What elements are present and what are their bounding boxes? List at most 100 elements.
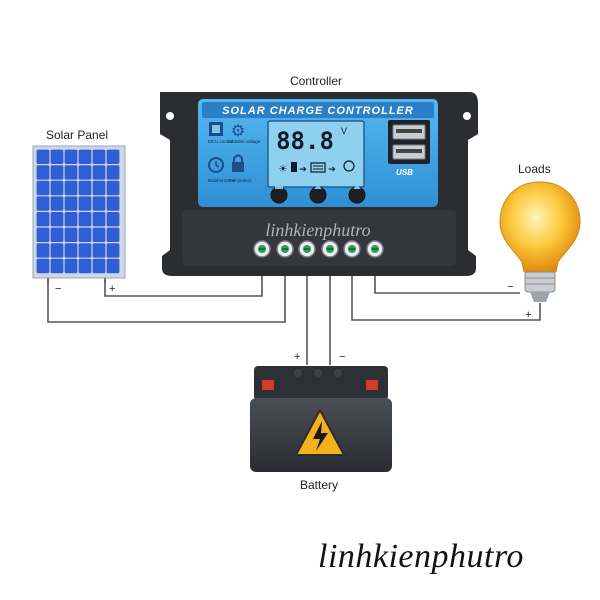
solar-cell bbox=[50, 165, 64, 180]
charge-controller: SOLAR CHARGE CONTROLLER MCU control ⚙ Se… bbox=[160, 92, 478, 276]
solar-cell bbox=[50, 243, 64, 258]
battery-label: Battery bbox=[300, 478, 339, 492]
usb-label: USB bbox=[396, 168, 413, 177]
solar-cell bbox=[92, 212, 106, 227]
solar-cell bbox=[50, 149, 64, 164]
solar-cell bbox=[106, 149, 120, 164]
lcd-voltage-readout: 88.8 bbox=[276, 127, 334, 155]
wire-load-positive bbox=[351, 262, 541, 321]
solar-cell bbox=[78, 243, 92, 258]
solar-cell bbox=[36, 196, 50, 211]
solar-cell bbox=[50, 227, 64, 242]
controller-terminals bbox=[253, 240, 384, 258]
lcd-panel-icon bbox=[291, 162, 297, 172]
lock-icon bbox=[232, 162, 244, 172]
load-positive-sign: + bbox=[525, 309, 532, 321]
controller-embossed-brand: linhkienphutro bbox=[265, 220, 370, 240]
lcd-flow-icons: ☀ ➔ ➔ bbox=[279, 160, 355, 175]
solar-cell bbox=[64, 227, 78, 242]
panel-positive-sign: + bbox=[109, 283, 116, 295]
bulb-tip bbox=[530, 292, 550, 302]
solar-cell bbox=[92, 180, 106, 196]
load-bulb bbox=[499, 181, 581, 302]
load-negative-sign: − bbox=[507, 281, 514, 293]
gear-icon: ⚙ bbox=[231, 121, 245, 140]
mount-hole-right bbox=[463, 112, 471, 120]
controller-label: Controller bbox=[290, 74, 343, 88]
solar-cell bbox=[78, 258, 92, 274]
solar-cell bbox=[50, 196, 64, 211]
arrow-right-icon: ➔ bbox=[299, 165, 307, 175]
solar-cell bbox=[78, 149, 92, 164]
controller-buttons bbox=[270, 185, 366, 204]
solar-cell bbox=[78, 180, 92, 196]
mode-label-protect: Full protect bbox=[229, 178, 252, 183]
solar-panel-cells bbox=[36, 149, 120, 274]
battery-positive-sign: + bbox=[294, 351, 301, 363]
solar-cell bbox=[64, 196, 78, 211]
down-button[interactable] bbox=[309, 186, 327, 204]
controller-lower-band bbox=[182, 210, 456, 266]
mount-hole-left bbox=[166, 112, 174, 120]
battery-negative-sign: − bbox=[339, 351, 346, 363]
panel-negative-sign: − bbox=[55, 283, 62, 295]
solar-cell bbox=[78, 196, 92, 211]
watermark: linhkienphutro bbox=[318, 538, 524, 575]
battery-terminal-negative bbox=[366, 380, 378, 390]
timer-icon bbox=[208, 157, 224, 173]
solar-cell bbox=[36, 212, 50, 227]
solar-cell bbox=[36, 165, 50, 180]
sun-icon: ☀ bbox=[279, 164, 288, 175]
solar-cell bbox=[36, 227, 50, 242]
lcd-unit: V bbox=[341, 126, 347, 136]
solar-cell bbox=[64, 243, 78, 258]
controller-header: SOLAR CHARGE CONTROLLER bbox=[222, 105, 414, 117]
solar-cell bbox=[78, 212, 92, 227]
lcd-battery-icon bbox=[310, 162, 326, 173]
solar-cell bbox=[64, 180, 78, 196]
solar-cell bbox=[50, 212, 64, 227]
solar-cell bbox=[92, 258, 106, 274]
solar-cell bbox=[92, 149, 106, 164]
solar-cell bbox=[50, 180, 64, 196]
solar-cell bbox=[50, 258, 64, 274]
up-button[interactable] bbox=[348, 186, 366, 204]
bulb-base bbox=[524, 271, 556, 293]
solar-panel-label: Solar Panel bbox=[46, 128, 109, 142]
solar-cell bbox=[106, 212, 120, 227]
solar-cell bbox=[106, 196, 120, 211]
solar-cell bbox=[78, 165, 92, 180]
bulb-glass bbox=[499, 181, 581, 273]
solar-cell bbox=[64, 165, 78, 180]
solar-cell bbox=[36, 258, 50, 274]
loads-label: Loads bbox=[518, 162, 551, 176]
mode-label-timer: Build-in timer bbox=[208, 178, 235, 183]
solar-cell bbox=[36, 243, 50, 258]
solar-cell bbox=[92, 243, 106, 258]
solar-cell bbox=[106, 258, 120, 274]
solar-cell bbox=[106, 227, 120, 242]
solar-cell bbox=[106, 165, 120, 180]
battery-lid bbox=[254, 366, 388, 400]
lcd-bulb-icon bbox=[343, 160, 355, 172]
solar-cell bbox=[106, 243, 120, 258]
menu-button[interactable] bbox=[270, 186, 288, 204]
solar-cell bbox=[64, 258, 78, 274]
solar-cell bbox=[78, 227, 92, 242]
battery bbox=[250, 366, 392, 472]
wire-panel-positive bbox=[104, 262, 263, 297]
solar-cell bbox=[106, 180, 120, 196]
controller-header-bar bbox=[202, 102, 434, 118]
mode-label-settable: Settable voltage bbox=[228, 139, 261, 144]
solar-cell bbox=[64, 212, 78, 227]
solar-cell bbox=[92, 196, 106, 211]
solar-cell bbox=[92, 165, 106, 180]
arrow-right-icon: ➔ bbox=[328, 165, 336, 175]
solar-panel bbox=[32, 145, 126, 282]
solar-cell bbox=[36, 149, 50, 164]
lightning-icon bbox=[313, 421, 328, 451]
mode-label-mcu: MCU control bbox=[208, 139, 233, 144]
mode-icons: MCU control ⚙ Settable voltage Build-in … bbox=[208, 121, 261, 183]
solar-cell bbox=[36, 180, 50, 196]
